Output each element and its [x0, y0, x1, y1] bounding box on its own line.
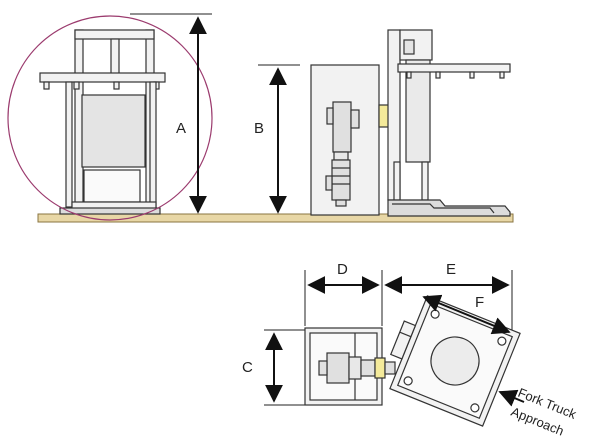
dimension-f: [422, 294, 511, 335]
label-b: B: [254, 120, 264, 137]
cabinet-top-view: [304, 327, 396, 406]
machine-front-view: [39, 29, 166, 215]
press-table-top-view: [389, 295, 521, 427]
label-e: E: [446, 261, 456, 278]
label-f: F: [475, 294, 484, 311]
dimension-e: [384, 270, 513, 336]
machine-side-view: [310, 29, 511, 217]
dimension-a: [130, 13, 212, 214]
fork-truck-arrow: [498, 389, 525, 407]
label-d: D: [337, 261, 348, 278]
dimension-b: [258, 64, 300, 214]
label-a: A: [176, 120, 186, 137]
swing-radius-arc: [7, 15, 213, 221]
dimension-c: [264, 329, 310, 406]
floor-base: [37, 213, 514, 223]
label-c: C: [242, 359, 253, 376]
dimension-d: [304, 270, 383, 326]
